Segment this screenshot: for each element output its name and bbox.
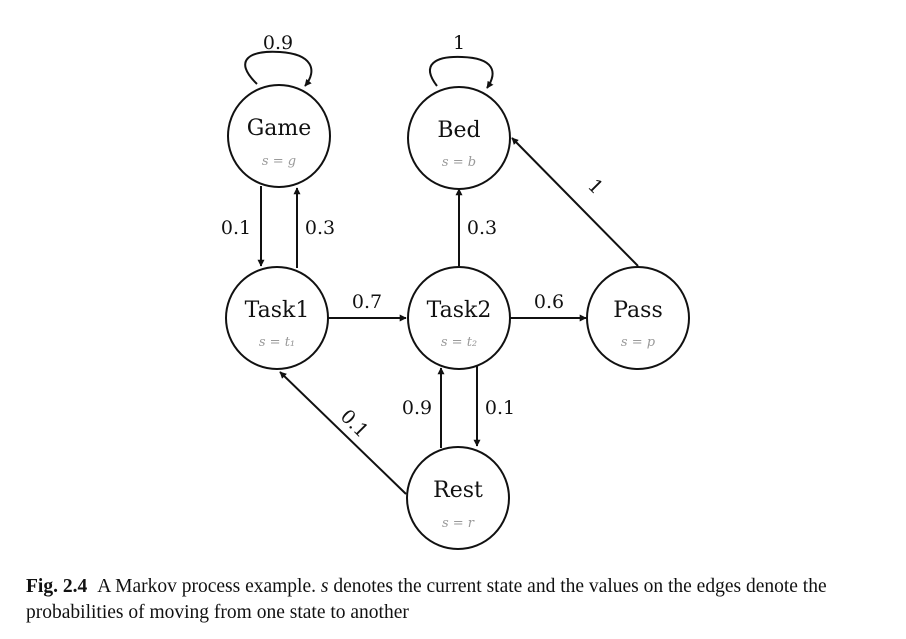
node-game-label: Game xyxy=(247,116,312,141)
node-pass-label: Pass xyxy=(613,298,663,323)
caption-text-start: A Markov process example. xyxy=(97,576,321,597)
edge-label-bed-self: 1 xyxy=(453,32,465,54)
node-pass-state: s = p xyxy=(621,335,656,350)
caption-text-end: denotes the current state and the values… xyxy=(26,576,827,623)
node-task2-label: Task2 xyxy=(427,298,492,323)
edge-game-self-loop xyxy=(244,50,313,87)
node-bed-state: s = b xyxy=(442,155,476,170)
edge-label-task1-to-task2: 0.7 xyxy=(352,291,382,313)
edge-label-task2-to-rest: 0.1 xyxy=(485,397,515,419)
node-task1-state: s = t₁ xyxy=(259,335,295,350)
node-rest: Rest s = r xyxy=(406,446,510,550)
edge-rest-to-task1 xyxy=(279,371,407,495)
caption-symbol: s xyxy=(320,576,329,597)
edge-label-task2-to-bed: 0.3 xyxy=(467,217,497,239)
node-bed: Bed s = b xyxy=(407,86,511,190)
edge-label-task1-to-game: 0.3 xyxy=(305,217,335,239)
node-task2-state: s = t₂ xyxy=(441,335,477,350)
node-rest-state: s = r xyxy=(442,516,475,531)
figure-number: Fig. 2.4 xyxy=(26,576,88,597)
node-bed-label: Bed xyxy=(437,118,480,143)
node-task1: Task1 s = t₁ xyxy=(225,266,329,370)
edge-label-pass-to-bed: 1 xyxy=(583,175,607,199)
markov-process-diagram: Game s = g Bed s = b Task1 s = t₁ Task2 … xyxy=(221,32,690,550)
edge-bed-self-loop xyxy=(429,55,494,89)
edge-label-game-to-task1: 0.1 xyxy=(221,217,251,239)
edge-label-task2-to-pass: 0.6 xyxy=(534,291,564,313)
node-task1-label: Task1 xyxy=(245,298,310,323)
node-game-state: s = g xyxy=(262,154,296,169)
edge-label-rest-to-task1: 0.1 xyxy=(336,405,373,442)
figure-caption: Fig. 2.4 A Markov process example. s deno… xyxy=(26,574,896,626)
node-game: Game s = g xyxy=(227,84,331,188)
node-task2: Task2 s = t₂ xyxy=(407,266,511,370)
edge-pass-to-bed xyxy=(511,137,639,267)
edge-label-rest-to-task2: 0.9 xyxy=(402,397,432,419)
node-rest-label: Rest xyxy=(433,478,483,503)
edge-label-game-self: 0.9 xyxy=(263,32,293,54)
node-pass: Pass s = p xyxy=(586,266,690,370)
